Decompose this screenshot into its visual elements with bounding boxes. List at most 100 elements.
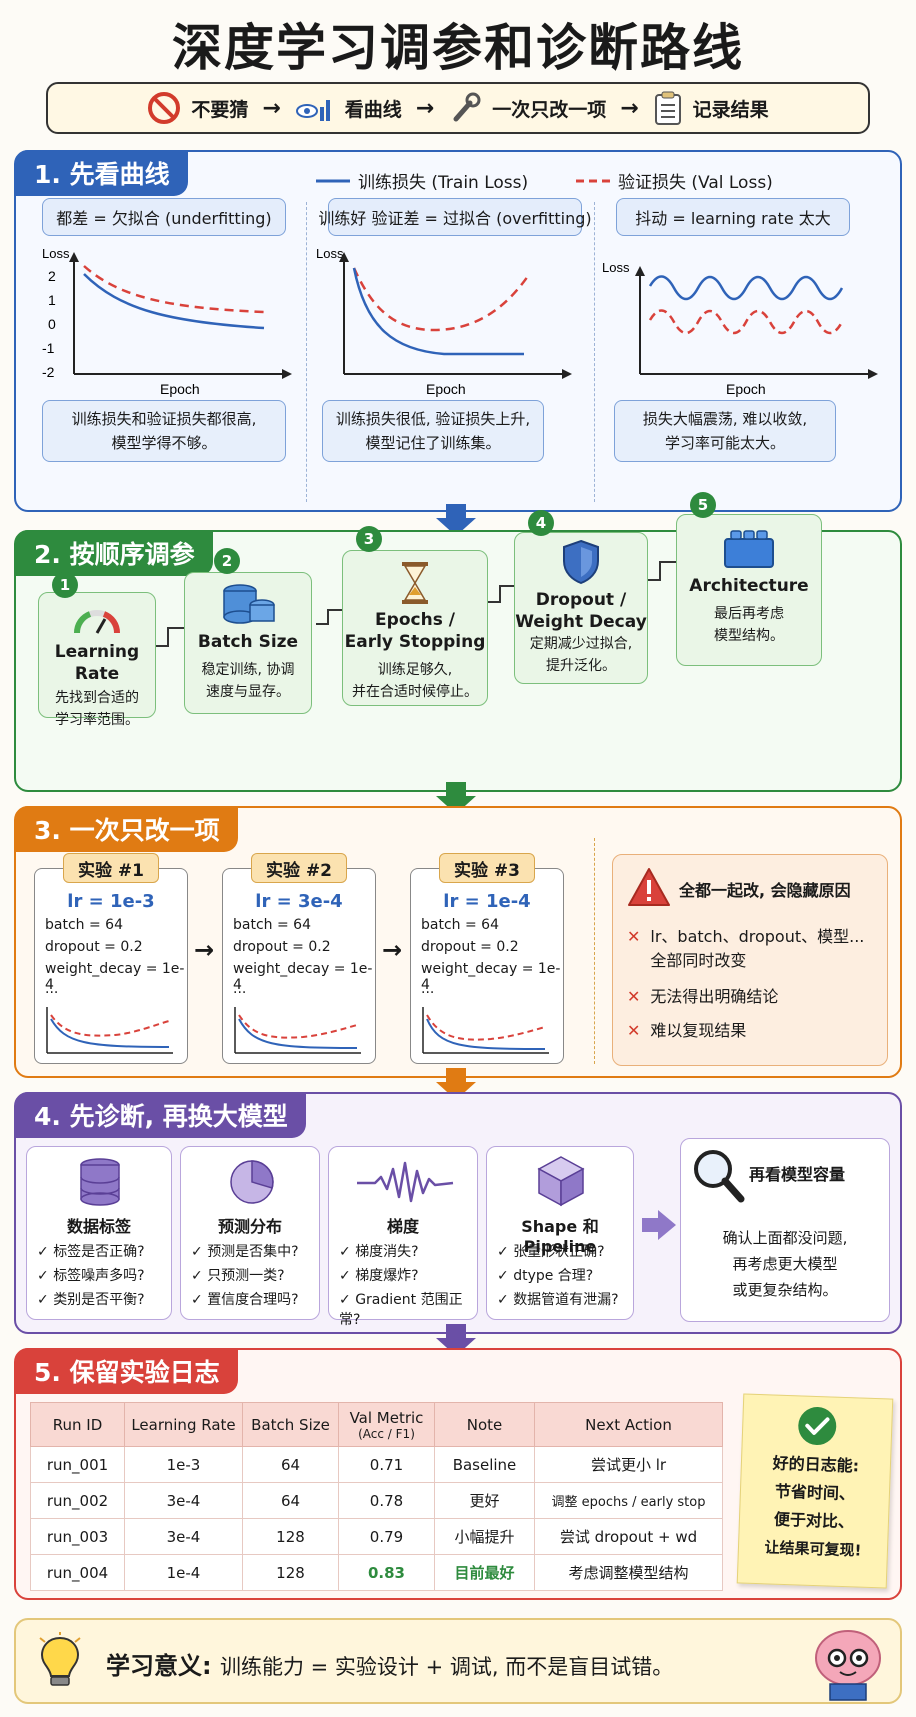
lr-pill: 抖动 = learning rate 太大 (616, 198, 850, 236)
column-header: Learning Rate (124, 1402, 243, 1447)
param-line: weight_decay = 1e-4 (45, 961, 185, 993)
x-icon: ✕ (627, 1021, 641, 1040)
check-icon: ✓ (339, 1292, 351, 1308)
step-desc: 先找到合适的学习率范围。 (55, 690, 139, 728)
diag-title: 数据标签 (66, 1217, 131, 1236)
x-icon: ✕ (627, 987, 641, 1006)
check-icon: ✓ (37, 1244, 49, 1260)
table-cell: 64 (242, 1446, 339, 1483)
table-cell: 128 (242, 1554, 339, 1591)
no-entry-icon (148, 92, 181, 124)
eye-chart-icon (295, 100, 330, 121)
diag-card-pipeline: Shape 和 Pipeline ✓ 张量形状正确? ✓ dtype 合理? ✓… (486, 1146, 634, 1320)
column-header: Note (434, 1402, 535, 1447)
experiment-lr: lr = 3e-4 (255, 891, 343, 912)
ytick: 1 (48, 292, 56, 308)
x-icon: ✕ (627, 927, 641, 946)
diag-card-capacity: 再看模型容量 确认上面都没问题,再考虑更大模型或更复杂结构。 (680, 1138, 890, 1322)
train-loss-curve (83, 273, 265, 330)
step-number: 5 (690, 492, 716, 518)
legend-train-label: 训练损失 (Train Loss) (358, 173, 529, 193)
check-icon: ✓ (339, 1244, 351, 1260)
step-number: 2 (214, 548, 240, 574)
diag-item: ✓ 只预测一类? (191, 1268, 285, 1284)
experiment-card-2: 实验 #2 lr = 3e-4 batch = 64 dropout = 0.2… (222, 853, 376, 1064)
dashed-line-icon (576, 179, 610, 182)
section-one-change: 3. 一次只改一项 实验 #1 lr = 1e-3 batch = 64 dro… (14, 806, 902, 1078)
mini-loss-chart (46, 1007, 173, 1054)
step-title: Learning Rate (54, 642, 140, 684)
axis-y-label: Loss (316, 246, 344, 261)
warning-title: 全都一起改, 会隐藏原因 (679, 881, 851, 900)
section-title-1: 1. 先看曲线 (16, 150, 188, 196)
diag-item: ✓ dtype 合理? (497, 1268, 594, 1284)
table-cell: 1e-3 (124, 1446, 243, 1483)
diag-item: ✓ 梯度消失? (339, 1244, 419, 1260)
table-cell: 0.79 (338, 1518, 435, 1555)
check-circle-icon (798, 1407, 837, 1446)
step-learning-rate: Learning Rate 先找到合适的学习率范围。 (38, 592, 156, 728)
table-cell: 3e-4 (124, 1518, 243, 1555)
table-cell: 目前最好 (434, 1554, 535, 1591)
table-cell: run_004 (30, 1554, 125, 1591)
note-line: 训练损失很低, 验证损失上升, (335, 410, 531, 428)
table-cell: run_002 (30, 1482, 125, 1519)
table-cell: 128 (242, 1518, 339, 1555)
table-header-row: Run ID Learning Rate Batch Size Val Metr… (30, 1402, 723, 1447)
table-cell: run_003 (30, 1518, 125, 1555)
experiment-log-table: Run ID Learning Rate Batch Size Val Metr… (30, 1402, 723, 1591)
diag-item: ✓ 数据管道有泄漏? (497, 1292, 619, 1308)
section-diagnose: 4. 先诊断, 再换大模型 数据标签 ✓ 标签是否正确? ✓ 标签噪声多吗? ✓… (14, 1092, 902, 1334)
flow-item-one-change: 一次只改一项 (448, 91, 606, 125)
param-line: ... (421, 981, 435, 997)
axis-x-label: Epoch (160, 381, 200, 397)
param-line: weight_decay = 1e-4 (233, 961, 373, 993)
table-cell: Baseline (434, 1446, 535, 1483)
param-line: ... (233, 981, 247, 997)
arrow-right-icon: → (620, 95, 639, 121)
param-line: dropout = 0.2 (45, 939, 143, 955)
warning-item: ✕无法得出明确结论 (627, 985, 778, 1009)
arrow-down-icon (436, 1068, 476, 1100)
overfitting-chart: Loss Epoch (316, 246, 572, 397)
val-loss-curve (352, 267, 530, 332)
note-line: 模型学得不够。 (111, 434, 217, 452)
divider (594, 202, 595, 502)
param-line: dropout = 0.2 (233, 939, 331, 955)
param-line: batch = 64 (421, 917, 499, 933)
footer-text: 学习意义: 训练能力 = 实验设计 + 调试, 而不是盲目试错。 (106, 1646, 673, 1681)
flow-bar: 不要猜 → 看曲线 → 一次只改一项 → 记录结果 (46, 82, 870, 134)
experiment-card-3: 实验 #3 lr = 1e-4 batch = 64 dropout = 0.2… (410, 853, 564, 1064)
section-title-4: 4. 先诊断, 再换大模型 (16, 1092, 306, 1138)
divider (306, 202, 307, 502)
legend-train: 训练损失 (Train Loss) (316, 168, 528, 193)
step-desc: 训练足够久,并在合适时候停止。 (352, 662, 478, 700)
diag-title: Shape 和 Pipeline (521, 1217, 599, 1256)
ytick: -2 (42, 364, 55, 380)
step-number: 3 (356, 526, 382, 552)
experiment-label: 实验 #3 (439, 853, 535, 883)
diag-item: ✓ 张量形状正确? (497, 1244, 605, 1260)
overfitting-note: 训练损失很低, 验证损失上升, 模型记住了训练集。 (322, 400, 544, 462)
check-icon: ✓ (339, 1268, 351, 1284)
step-dropout: Dropout /Weight Decay 定期减少过拟合,提升泛化。 (514, 532, 648, 684)
check-icon: ✓ (191, 1292, 203, 1308)
diag-item: ✓ Gradient 范围正常? (339, 1292, 463, 1328)
section-tuning-order: 2. 按顺序调参 Learning Rate 先找到合适的学习率范围。 1 Ba… (14, 492, 902, 792)
step-desc: 最后再考虑模型结构。 (714, 606, 784, 644)
column-header: Next Action (534, 1402, 723, 1447)
wrench-icon (453, 92, 481, 122)
arrow-right-icon: → (194, 936, 215, 964)
step-connectors (154, 561, 676, 647)
check-icon: ✓ (191, 1268, 203, 1284)
table-cell: 0.83 (338, 1554, 435, 1591)
table-cell: 尝试 dropout + wd (534, 1518, 723, 1555)
underfitting-pill: 都差 = 欠拟合 (underfitting) (42, 198, 286, 236)
table-cell: 考虑调整模型结构 (534, 1554, 723, 1591)
table-cell: 0.78 (338, 1482, 435, 1519)
arrow-right-icon: → (382, 936, 403, 964)
column-header: Run ID (30, 1402, 125, 1447)
diag-title: 预测分布 (217, 1217, 282, 1236)
param-line: batch = 64 (233, 917, 311, 933)
flow-label-4: 记录结果 (692, 98, 769, 121)
